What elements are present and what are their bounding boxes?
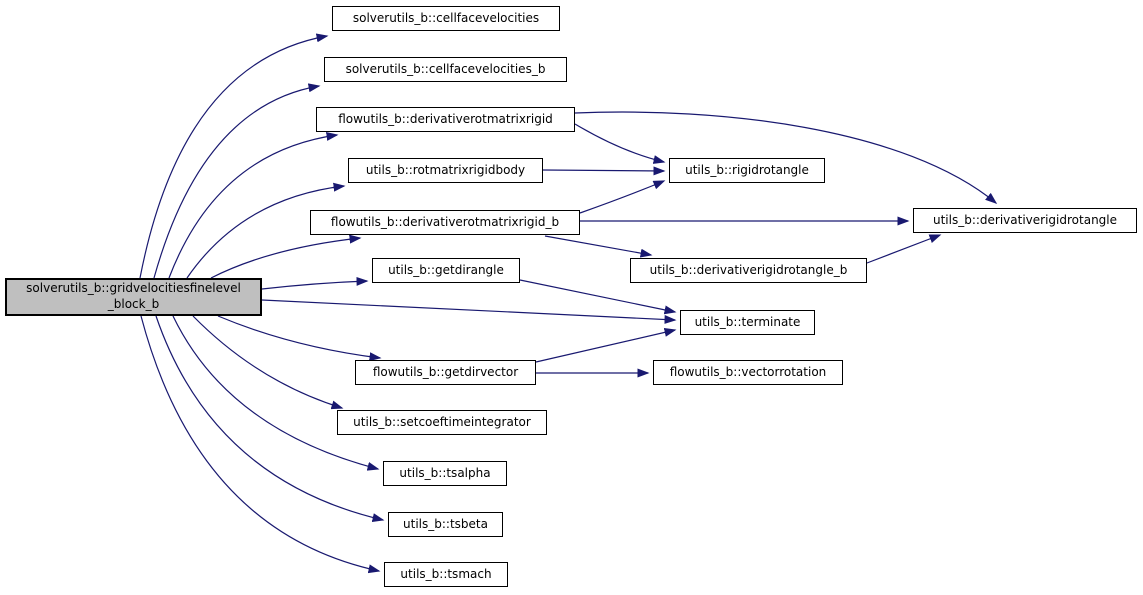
edge-gridvelocitiesfinelevel-block-b-to-tsmach xyxy=(140,315,381,574)
node-setcoeftimeintegrator[interactable]: utils_b::setcoeftimeintegrator xyxy=(337,410,547,435)
node-tsmach[interactable]: utils_b::tsmach xyxy=(384,562,508,587)
node-cellfacevelocities-b[interactable]: solverutils_b::cellfacevelocities_b xyxy=(324,57,567,82)
edge-gridvelocitiesfinelevel-block-b-to-rotmatrixrigidbody xyxy=(186,182,346,279)
edge-gridvelocitiesfinelevel-block-b-to-cellfacevelocities-b xyxy=(153,83,321,279)
node-vectorrotation[interactable]: flowutils_b::vectorrotation xyxy=(653,360,843,385)
node-derivativerigidrotangle-b[interactable]: utils_b::derivativerigidrotangle_b xyxy=(630,258,867,283)
edge-gridvelocitiesfinelevel-block-b-to-getdirangle xyxy=(261,276,369,290)
edge-gridvelocitiesfinelevel-block-b-to-terminate xyxy=(261,299,677,324)
node-rigidrotangle[interactable]: utils_b::rigidrotangle xyxy=(669,158,825,183)
edge-gridvelocitiesfinelevel-block-b-to-getdirvector xyxy=(217,315,382,362)
node-derivativerotmatrixrigid[interactable]: flowutils_b::derivativerotmatrixrigid xyxy=(316,107,575,132)
edge-getdirvector-to-terminate xyxy=(535,327,677,363)
node-derivativerigidrotangle[interactable]: utils_b::derivativerigidrotangle xyxy=(913,208,1137,233)
node-getdirangle[interactable]: utils_b::getdirangle xyxy=(372,258,520,283)
node-rotmatrixrigidbody[interactable]: utils_b::rotmatrixrigidbody xyxy=(348,158,543,183)
node-derivativerotmatrixrigid-b[interactable]: flowutils_b::derivativerotmatrixrigid_b xyxy=(310,210,580,235)
edge-derivativerotmatrixrigid-b-to-derivativerigidrotangle-b xyxy=(544,235,653,258)
edge-derivativerotmatrixrigid-to-rigidrotangle xyxy=(574,123,666,164)
edge-derivativerotmatrixrigid-to-derivativerigidrotangle xyxy=(574,111,998,204)
edge-gridvelocitiesfinelevel-block-b-to-derivativerotmatrixrigid-b xyxy=(210,234,362,279)
edge-getdirangle-to-terminate xyxy=(519,279,677,315)
edge-gridvelocitiesfinelevel-block-b-to-tsalpha xyxy=(172,315,380,471)
edge-derivativerotmatrixrigid-b-to-rigidrotangle xyxy=(579,180,666,214)
edge-gridvelocitiesfinelevel-block-b-to-tsbeta xyxy=(155,315,385,522)
edge-rotmatrixrigidbody-to-rigidrotangle xyxy=(542,166,666,176)
edge-gridvelocitiesfinelevel-block-b-to-cellfacevelocities xyxy=(139,33,329,279)
node-gridvelocitiesfinelevel-block-b: solverutils_b::gridvelocitiesfinelevel _… xyxy=(5,278,262,316)
node-tsalpha[interactable]: utils_b::tsalpha xyxy=(383,461,507,486)
node-cellfacevelocities[interactable]: solverutils_b::cellfacevelocities xyxy=(332,6,560,31)
node-tsbeta[interactable]: utils_b::tsbeta xyxy=(388,512,503,537)
edge-gridvelocitiesfinelevel-block-b-to-derivativerotmatrixrigid xyxy=(168,132,339,279)
node-terminate[interactable]: utils_b::terminate xyxy=(680,310,815,335)
edge-derivativerigidrotangle-b-to-derivativerigidrotangle xyxy=(866,234,942,264)
edge-gridvelocitiesfinelevel-block-b-to-setcoeftimeintegrator xyxy=(192,315,344,410)
node-getdirvector[interactable]: flowutils_b::getdirvector xyxy=(355,360,536,385)
